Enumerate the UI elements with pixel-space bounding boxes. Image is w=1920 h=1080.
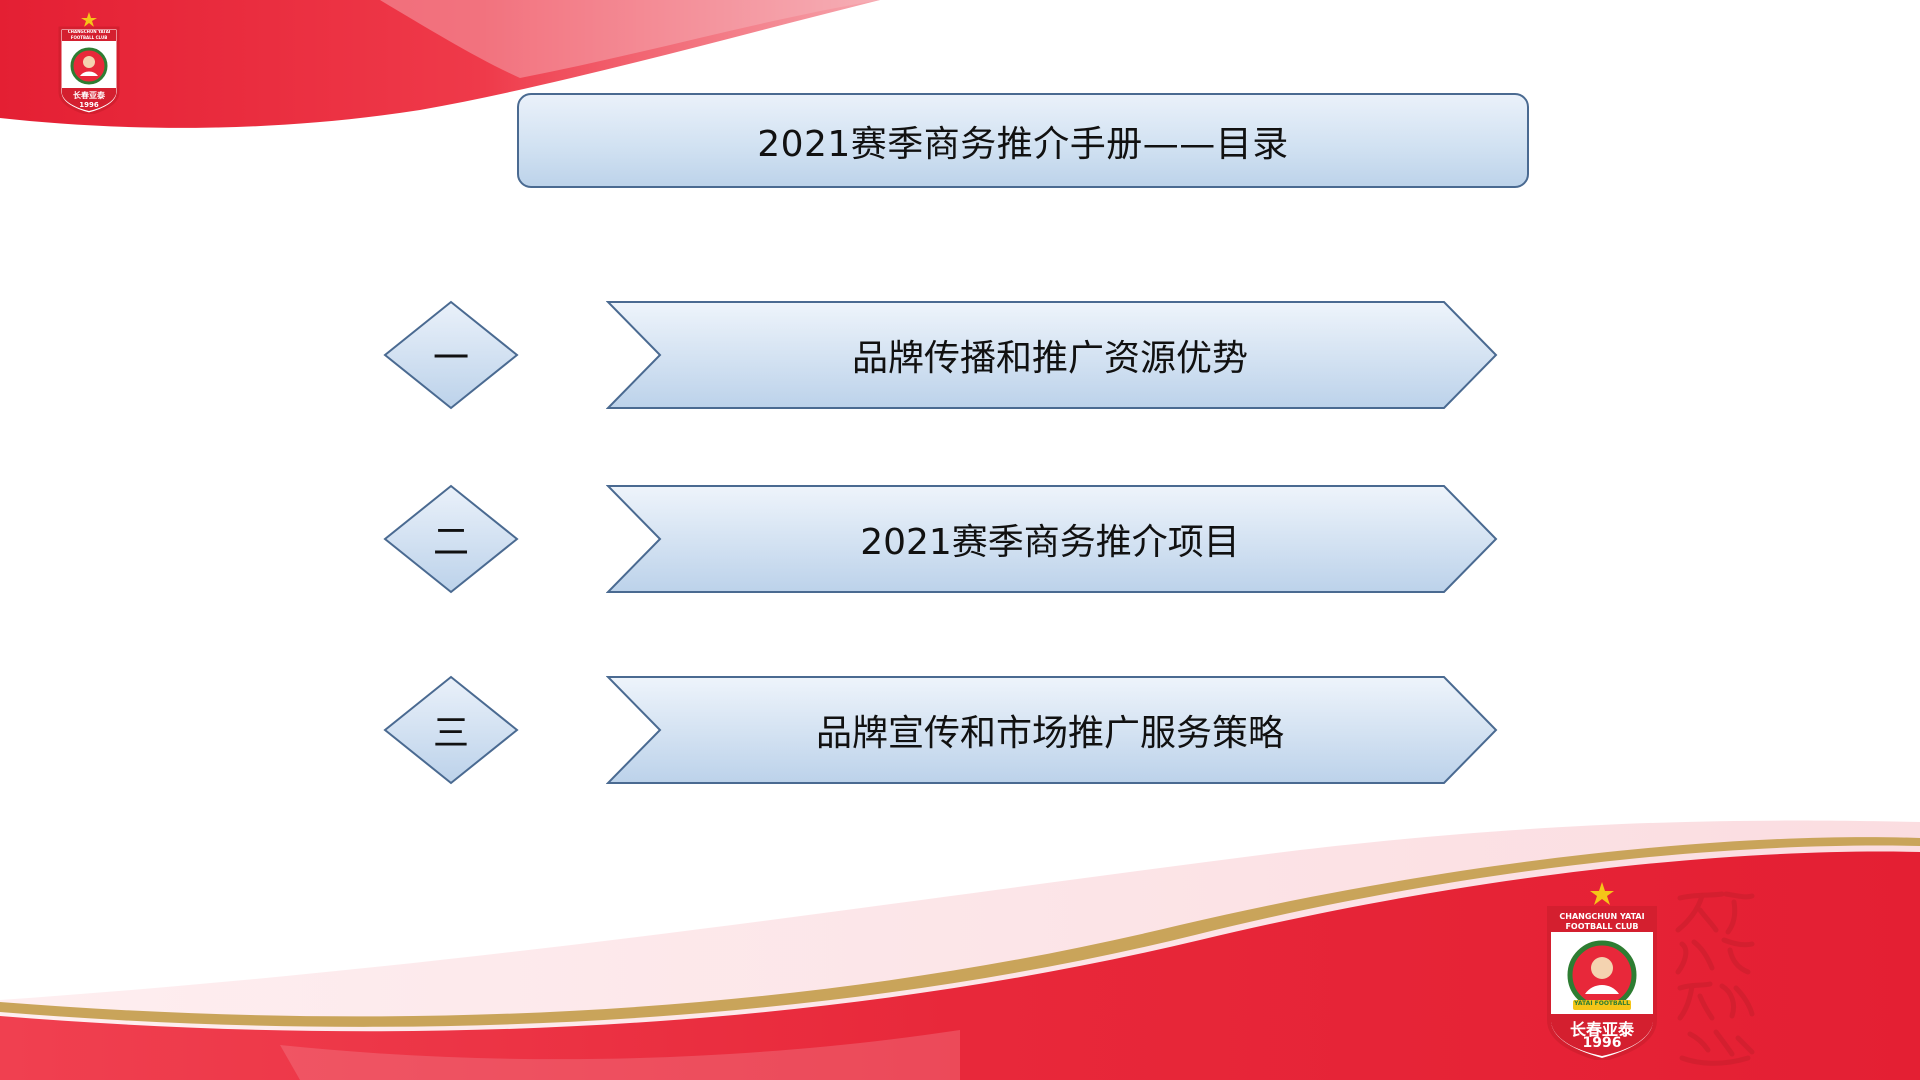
logo-top-name: 长春亚泰 (73, 91, 105, 100)
toc-label-1: 品牌传播和推广资源优势 (851, 338, 1248, 379)
chevron-banner-2 (606, 485, 1498, 593)
page-title: 2021赛季商务推介手册——目录 (757, 123, 1289, 165)
toc-number-2: 二 (432, 522, 469, 563)
logo-bottom-year: 1996 (1582, 1035, 1622, 1051)
logo-top-year: 1996 (79, 101, 99, 109)
bottom-red-wave (0, 851, 1920, 1080)
toc-label-2: 2021赛季商务推介项目 (860, 522, 1240, 563)
logo-top-line1: CHANGCHUN YATAI (67, 29, 111, 34)
toc-number-3: 三 (432, 713, 469, 754)
toc-label-3: 品牌宣传和市场推广服务策略 (815, 713, 1284, 754)
diamond-badge-3 (383, 675, 519, 785)
top-red-wave (0, 0, 880, 128)
club-crest-icon (58, 12, 120, 116)
toc-number-1: 一 (432, 338, 469, 379)
toc-item-3[interactable]: 三 品牌宣传和市场推广服务策略 (0, 675, 1920, 785)
logo-bottom-ribbon: YATAI FOOTBALL (1574, 1000, 1630, 1007)
diamond-badge-1 (383, 300, 519, 410)
logo-bottom-line1: CHANGCHUN YATAI (1559, 912, 1645, 921)
logo-bottom-line2: FOOTBALL CLUB (1565, 922, 1639, 931)
diamond-badge-2 (383, 484, 519, 594)
club-logo-bottom: CHANGCHUN YATAI FOOTBALL CLUB YATAI FOOT… (1543, 880, 1661, 1063)
club-logo-top: CHANGCHUN YATAI FOOTBALL CLUB 长春亚泰 1996 (54, 10, 124, 116)
chevron-banner-1 (606, 301, 1498, 409)
logo-top-line2: FOOTBALL CLUB (70, 35, 108, 40)
toc-item-2[interactable]: 二 2021赛季商务推介项目 (0, 484, 1920, 594)
logo-bottom-name: 长春亚泰 (1569, 1020, 1634, 1039)
chevron-banner-3 (606, 676, 1498, 784)
club-crest-icon (1547, 882, 1657, 1063)
toc-item-1[interactable]: 一 品牌传播和推广资源优势 (0, 300, 1920, 410)
title-box: 2021赛季商务推介手册——目录 (517, 93, 1529, 188)
calligraphy-slogan-icon (1675, 891, 1755, 1066)
